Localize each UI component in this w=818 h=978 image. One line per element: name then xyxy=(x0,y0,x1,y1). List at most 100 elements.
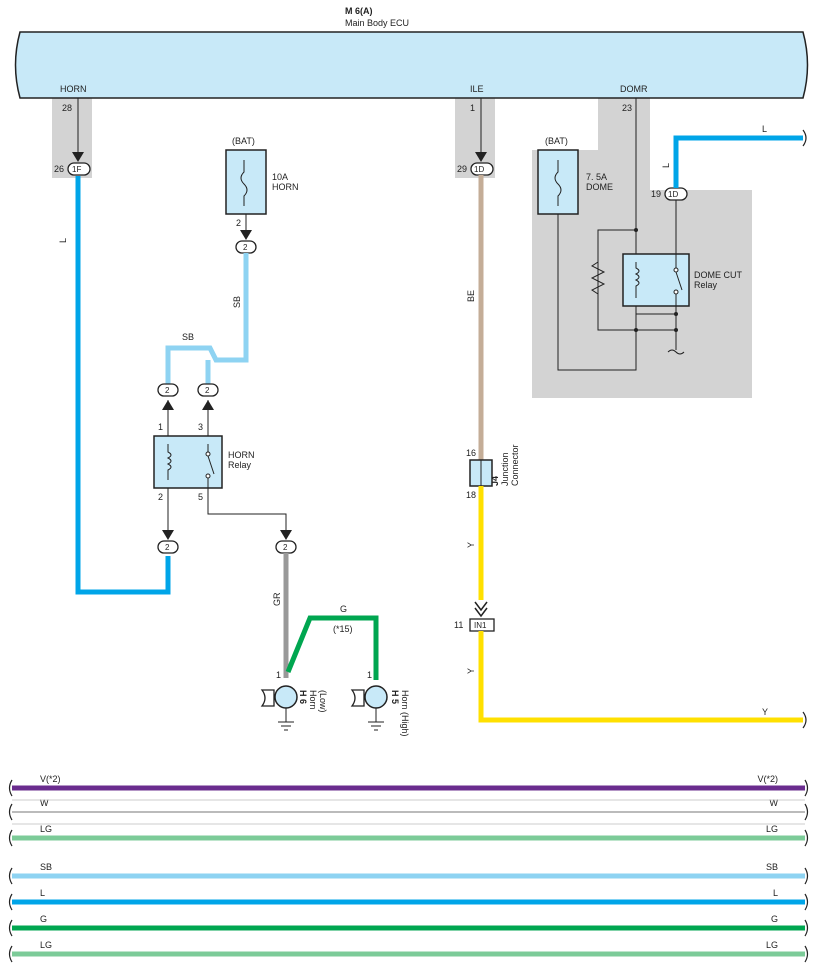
dome-relay-box xyxy=(622,253,690,307)
junction-code: J4 xyxy=(490,476,500,486)
bus-label-left-3: SB xyxy=(40,862,52,872)
horn-low-icon xyxy=(260,689,275,707)
bus-line-bracket-r-6 xyxy=(804,945,809,963)
wire-label-y-upper: Y xyxy=(466,542,476,548)
fuse-horn-rating: 10A xyxy=(272,172,288,182)
wire-label-g: G xyxy=(340,604,347,614)
fuse-horn-name: HORN xyxy=(272,182,299,192)
horn-high-code: H 5 xyxy=(390,690,400,704)
bus-line-bracket-r-4 xyxy=(804,893,809,911)
connector-1d-dome-label: 1D xyxy=(668,190,678,199)
junction-name: Junction xyxy=(500,452,510,486)
wire-note-15: (*15) xyxy=(333,624,353,634)
bus-label-left-2: LG xyxy=(40,824,52,834)
bus-label-right-1: W xyxy=(770,798,779,808)
ecu-code: M 6(A) xyxy=(345,6,373,16)
pin-no-ile: 1 xyxy=(470,103,475,113)
fuse-dome-rating: 7. 5A xyxy=(586,172,607,182)
bus-label-left-4: L xyxy=(40,888,45,898)
connector-1d-dome-pin: 19 xyxy=(651,189,661,199)
horn-low-code: H 6 xyxy=(298,690,308,704)
wire-label-l-left: L xyxy=(58,238,68,243)
bus-label-left-5: G xyxy=(40,914,47,924)
horn-relay-p2: 2 xyxy=(158,492,163,502)
wire-y-lower xyxy=(478,631,803,723)
connector-relay-in-1-label: 2 xyxy=(165,386,170,395)
horn-high-icon xyxy=(350,689,365,707)
connector-relay-out-2 xyxy=(157,540,179,554)
wire-l-dome xyxy=(673,135,803,188)
bus-label-left-0: V(*2) xyxy=(40,774,61,784)
horn-high-pin: 1 xyxy=(367,670,372,680)
fuse-horn-box xyxy=(225,149,267,215)
junction-pin-top: 16 xyxy=(466,448,476,458)
fuse-horn-symbol xyxy=(240,160,248,206)
connector-fuse-out-label: 2 xyxy=(243,243,248,252)
dome-relay-sub: Relay xyxy=(694,280,718,290)
pin-name-domr: DOMR xyxy=(620,84,648,94)
bus-line-bracket-l-4 xyxy=(8,893,13,911)
connector-1f-pin: 26 xyxy=(54,164,64,174)
bus-label-right-0: V(*2) xyxy=(757,774,778,784)
wire-label-sb-vert: SB xyxy=(232,296,242,308)
bus-label-right-4: L xyxy=(773,888,778,898)
wire-label-gr: GR xyxy=(272,592,282,606)
connector-1d-ile-pin: 29 xyxy=(457,164,467,174)
wire-label-y-lower: Y xyxy=(466,668,476,674)
horn-relay-p3: 3 xyxy=(198,422,203,432)
pin-name-ile: ILE xyxy=(470,84,484,94)
connector-relay-in-1 xyxy=(157,383,179,397)
fuse-horn-pin: 2 xyxy=(236,218,241,228)
bus-line-bracket-r-3 xyxy=(804,867,809,885)
junction-pin-bottom: 18 xyxy=(466,490,476,500)
horn-relay-coil xyxy=(166,444,172,480)
horn-relay-p1: 1 xyxy=(158,422,163,432)
wire-sb xyxy=(165,253,249,384)
horn-relay-name: HORN xyxy=(228,450,255,460)
horn-low-name: Horn xyxy=(308,690,318,710)
dome-relay-coil xyxy=(634,262,640,298)
bus-line-bracket-r-0 xyxy=(804,779,809,797)
wire-label-y-right: Y xyxy=(762,707,768,717)
connector-relay-out-2-label: 2 xyxy=(165,543,170,552)
fuse-dome-source: (BAT) xyxy=(545,136,568,146)
ecu-name: Main Body ECU xyxy=(345,18,409,28)
bus-line-bracket-r-5 xyxy=(804,919,809,937)
fuse-dome-symbol xyxy=(554,160,562,206)
wire-g xyxy=(285,615,379,680)
bus-label-right-2: LG xyxy=(766,824,778,834)
bus-label-right-3: SB xyxy=(766,862,778,872)
fuse-dome-name: DOME xyxy=(586,182,613,192)
wire-label-l-dome-right: L xyxy=(762,124,767,134)
horn-low-sub: (Low) xyxy=(318,690,328,713)
connector-relay-in-3-label: 2 xyxy=(205,386,210,395)
connector-1f-label: 1F xyxy=(72,165,81,174)
horn-relay-p5: 5 xyxy=(198,492,203,502)
shade-dome-area xyxy=(532,98,752,398)
wire-label-l-dome-vert: L xyxy=(661,163,671,168)
connector-1d-ile-label: 1D xyxy=(474,165,484,174)
pin-name-horn: HORN xyxy=(60,84,87,94)
horn-low-pin: 1 xyxy=(276,670,281,680)
junction-sub: Connector xyxy=(510,444,520,486)
bus-line-bracket-l-0 xyxy=(8,779,13,797)
wire-label-be: BE xyxy=(466,290,476,302)
horn-relay-sub: Relay xyxy=(228,460,252,470)
bus-line-bracket-l-3 xyxy=(8,867,13,885)
bus-label-right-6: LG xyxy=(766,940,778,950)
connector-in1-pin: 11 xyxy=(454,620,463,630)
fuse-horn-source: (BAT) xyxy=(232,136,255,146)
connector-relay-out-5-label: 2 xyxy=(283,543,288,552)
bus-line-bracket-l-5 xyxy=(8,919,13,937)
connector-relay-in-3 xyxy=(197,383,219,397)
connector-1f xyxy=(67,162,91,176)
bus-line-bracket-l-6 xyxy=(8,945,13,963)
bus-line-bracket-r-1 xyxy=(804,803,809,821)
bus-line-bracket-r-2 xyxy=(804,829,809,847)
ecu-box xyxy=(14,31,809,99)
bus-label-left-1: W xyxy=(40,798,49,808)
bus-line-bracket-l-1 xyxy=(8,803,13,821)
wire-l-horn xyxy=(75,176,171,595)
